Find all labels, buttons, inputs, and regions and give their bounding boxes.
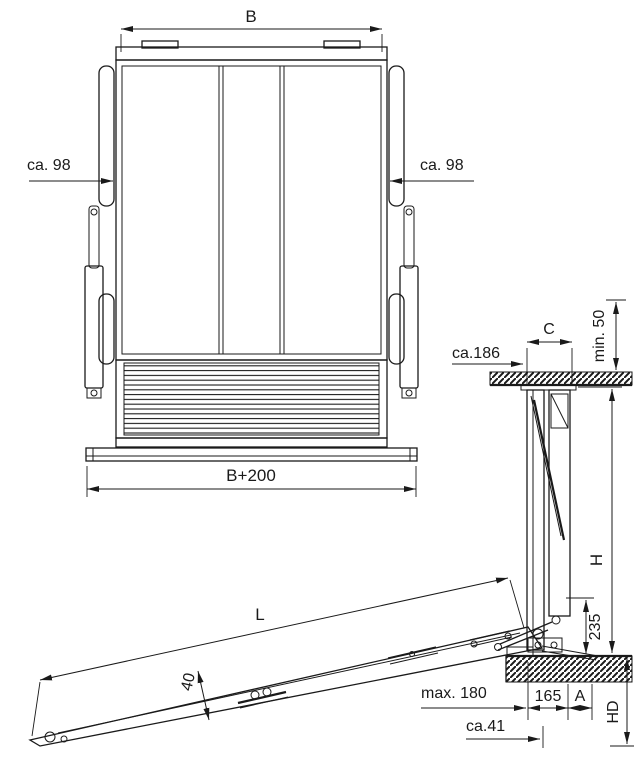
dimension-mast-offset-ca186: ca.186 — [452, 345, 523, 367]
label-B: B — [245, 7, 256, 26]
right-lift-cylinder — [399, 205, 419, 399]
deployed-ramp: L 40 — [28, 577, 544, 747]
base-plate — [85, 447, 418, 462]
platform-top-tab-left — [141, 40, 179, 49]
dimension-pivot-height-235: 235 — [566, 597, 604, 654]
platform-top-tab-right — [323, 40, 361, 49]
bottom-rail — [115, 437, 388, 448]
label-min50: min. 50 — [591, 310, 608, 363]
front-view: B ca. 98 ca. 98 B+200 — [27, 7, 474, 497]
left-lift-cylinder — [84, 205, 104, 399]
label-max180: max. 180 — [421, 685, 487, 702]
right-handle-upper — [388, 65, 405, 207]
dimension-ceiling-clearance-min50: min. 50 — [591, 299, 626, 370]
platform-body — [115, 59, 388, 361]
right-handle-lower — [388, 293, 405, 365]
dimension-base-width-B200: B+200 — [86, 466, 417, 497]
tread-roll-section — [115, 359, 388, 448]
dimension-offset-right: ca. 98 — [390, 157, 474, 184]
left-handle-lower — [98, 293, 115, 365]
platform-body-inner — [121, 65, 382, 355]
lift-cylinder-side — [532, 399, 566, 541]
label-H: H — [587, 554, 606, 566]
mast-assembly — [494, 384, 577, 653]
dimension-ramp-length-L: L — [31, 577, 525, 737]
label-40: 40 — [178, 671, 199, 692]
label-ca186: ca.186 — [452, 345, 500, 362]
dimension-mast-depth-C: C — [526, 321, 573, 384]
vehicle-floor — [505, 645, 633, 683]
label-L: L — [255, 605, 264, 624]
ramp-surface-line — [57, 632, 521, 734]
dimension-platform-width-B: B — [120, 7, 383, 52]
ceiling-section — [489, 371, 633, 387]
carriage — [548, 389, 571, 617]
dimension-offset-left: ca. 98 — [27, 157, 113, 184]
lift-arm — [499, 621, 553, 645]
platform-top-rail — [115, 46, 388, 61]
bridge-plate — [541, 645, 599, 657]
label-ca98-left: ca. 98 — [27, 157, 71, 174]
label-B200: B+200 — [226, 466, 276, 485]
label-ca98-right: ca. 98 — [420, 157, 464, 174]
label-ca41: ca.41 — [466, 718, 505, 735]
dimension-interior-height-H: H — [578, 386, 622, 653]
left-handle-upper — [98, 65, 115, 207]
label-C: C — [543, 321, 555, 338]
side-view: C ca.186 min. 50 H 235 HD — [421, 299, 634, 748]
fixed-rail — [526, 389, 545, 651]
dimension-loading-height-HD: HD — [605, 658, 634, 747]
ramp-mid-hinge — [237, 687, 289, 709]
platform-front — [115, 40, 388, 361]
label-HD: HD — [605, 700, 622, 723]
arm-pivot-upper — [551, 615, 561, 625]
label-A: A — [575, 688, 586, 705]
label-235: 235 — [587, 614, 604, 641]
ramp-tip-rollers — [44, 731, 68, 743]
dimension-bottom-group: max. 180 165 A ca.41 — [421, 662, 593, 748]
dimension-ramp-thickness-40: 40 — [178, 670, 210, 721]
roll-surface — [123, 362, 380, 436]
label-165: 165 — [535, 688, 562, 705]
carriage-top-box — [550, 393, 569, 429]
